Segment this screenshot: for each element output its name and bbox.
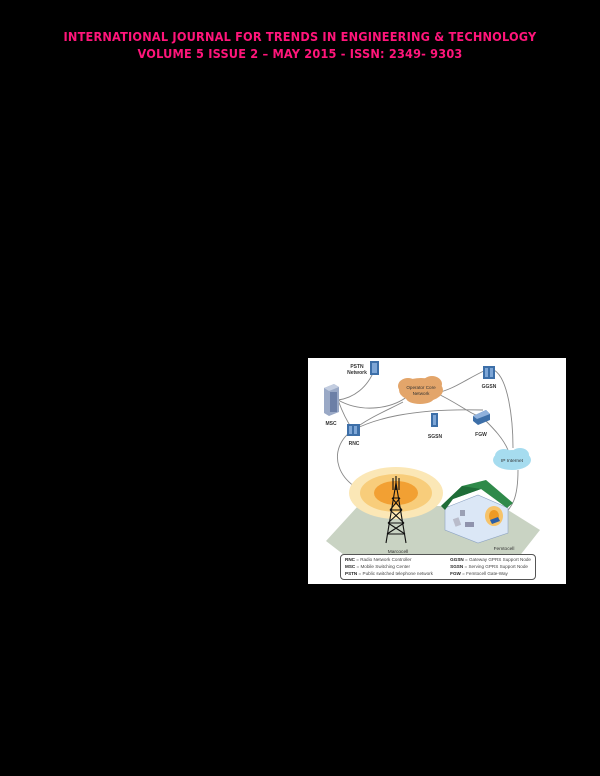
legend-item-fgw: FGW = Femtocell Gate-Way [450, 571, 508, 577]
rnc-label: RNC [349, 441, 360, 447]
femtocell-house-icon [441, 480, 513, 544]
figure-legend: RNC = Radio Network Controller MSC = Mob… [340, 554, 536, 580]
pstn-server-icon [370, 361, 379, 375]
msc-label: MSC [325, 421, 337, 427]
legend-item-ggsn: GGSN = Gateway GPRS Support Node [450, 557, 531, 562]
ggsn-label: GGSN [482, 384, 497, 390]
internet-cloud-icon [493, 448, 531, 470]
fgw-label: FGW [475, 432, 487, 438]
cell-tower-icon [385, 476, 407, 544]
legend-item-rnc: RNC = Radio Network Controller [345, 557, 412, 562]
legend-column-right: GGSN = Gateway GPRS Support Node SGSN = … [450, 556, 531, 578]
core-network-label-2: Network [413, 391, 431, 396]
journal-issue-info: VOLUME 5 ISSUE 2 – MAY 2015 - ISSN: 2349… [137, 47, 463, 61]
pstn-network-label: Network [347, 370, 367, 376]
pstn-label: PSTN [350, 364, 364, 370]
legend-item-msc: MSC = Mobile Switching Center [345, 564, 410, 570]
core-network-label-1: Operator Core [406, 385, 436, 390]
macrocell-coverage-icon [349, 467, 443, 519]
msc-switch-icon [324, 384, 339, 416]
journal-header: INTERNATIONAL JOURNAL FOR TRENDS IN ENGI… [0, 29, 600, 62]
legend-item-pstn: PSTN = Public switched telephone network [345, 571, 433, 577]
ggsn-server-icon [483, 366, 495, 379]
legend-column-left: RNC = Radio Network Controller MSC = Mob… [345, 556, 433, 578]
fgw-router-icon [473, 410, 490, 425]
operator-core-cloud-icon [398, 376, 443, 404]
sgsn-server-icon [431, 413, 438, 427]
legend-item-sgsn: SGSN = Serving GPRS Support Node [450, 564, 528, 570]
macrocell-label: Marcocell [388, 549, 409, 555]
journal-title: INTERNATIONAL JOURNAL FOR TRENDS IN ENGI… [63, 30, 537, 44]
femtocell-label: Femtocell [494, 546, 515, 552]
sgsn-label: SGSN [428, 434, 443, 440]
femtocell-network-diagram: PSTN Network MSC RNC Operator Core Netwo… [308, 358, 566, 584]
rnc-server-icon [347, 424, 360, 436]
network-diagram-svg: PSTN Network MSC RNC Operator Core Netwo… [324, 361, 540, 558]
internet-label: IP Internet [501, 458, 524, 464]
